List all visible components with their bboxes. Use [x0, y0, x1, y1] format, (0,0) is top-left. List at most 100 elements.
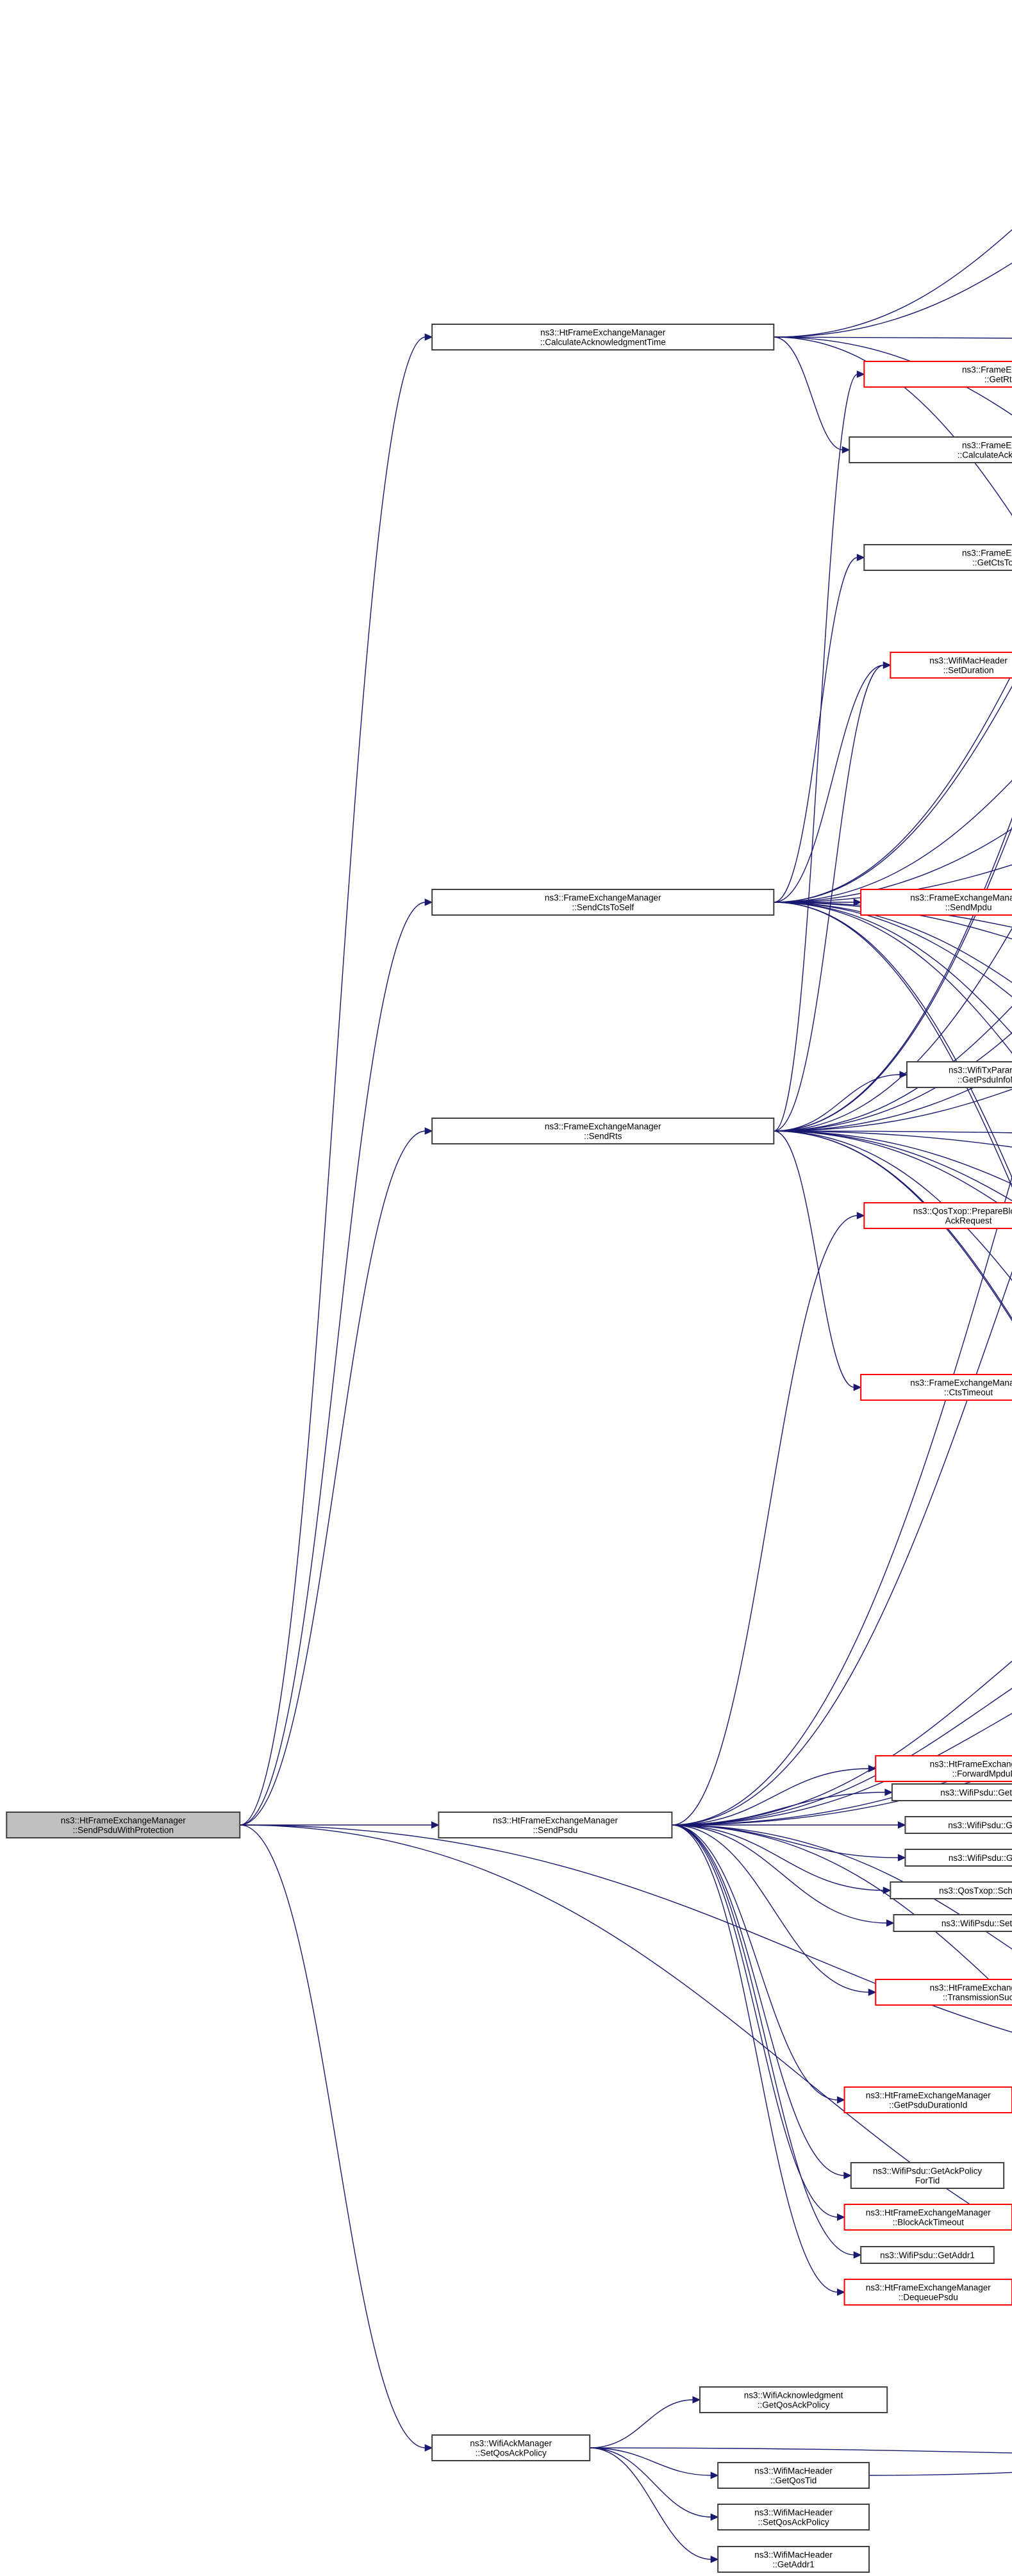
node-ns3-wifimacheader-setqosackpolicy[interactable]: ns3::WifiMacHeader::SetQosAckPolicy: [717, 2504, 870, 2531]
node-label: ::SendPsduWithProtection: [72, 1826, 174, 1835]
node-ns3-frameexchangemanager-sendmpdu[interactable]: ns3::FrameExchangeManager::SendMpdu: [860, 889, 1012, 916]
node-label: ::SetDuration: [943, 666, 994, 675]
arrowhead-icon: [837, 2213, 845, 2221]
edge-htCalcAck-to-getPhyBand: [774, 336, 1012, 339]
node-ns3-wifiacknowledgment-getqosackpolicy[interactable]: ns3::WifiAcknowledgment::GetQosAckPolicy: [699, 2386, 888, 2413]
edge-root-to-peekPointer: [240, 1824, 1012, 2231]
node-box[interactable]: [860, 2246, 995, 2264]
node-label: ::GetCtsToSelfDurationId: [972, 558, 1012, 568]
arrowhead-icon: [710, 2555, 719, 2563]
node-box[interactable]: [717, 2546, 870, 2573]
node-box[interactable]: [843, 2086, 1012, 2113]
node-label: ::DequeuePsdu: [899, 2293, 958, 2302]
node-box[interactable]: [906, 1061, 1012, 1088]
node-ns3-wifipsdu-gettids[interactable]: ns3::WifiPsdu::GetTids: [904, 1849, 1012, 1867]
node-box[interactable]: [860, 1374, 1012, 1401]
arrowhead-icon: [431, 1821, 440, 1829]
edge-root-to-timeMin: [240, 1824, 1012, 2033]
node-label: ns3::WifiMacHeader: [929, 656, 1008, 666]
edge-root-to-htCalcAck: [240, 336, 426, 1826]
edge-sendPsdu-to-calcTxDuration: [672, 1271, 1012, 1826]
node-ns3-htframeexchangemanager-calculateacknowledgmenttime[interactable]: ns3::HtFrameExchangeManager::CalculateAc…: [431, 324, 775, 351]
node-ns3-wifipsdu-setduration[interactable]: ns3::WifiPsdu::SetDuration: [893, 1914, 1012, 1932]
node-box[interactable]: [893, 1914, 1012, 1932]
node-box[interactable]: [863, 361, 1012, 388]
node-box[interactable]: [860, 889, 1012, 916]
node-label: ::SendPsdu: [533, 1826, 577, 1835]
node-box[interactable]: [431, 2434, 591, 2461]
node-box[interactable]: [431, 889, 775, 916]
node-ns3-frameexchangemanager-getrtsdurationid[interactable]: ns3::FrameExchangeManager::GetRtsDuratio…: [863, 361, 1012, 388]
edge-htCalcAck-to-getBaSize: [774, 262, 1012, 338]
arrowhead-icon: [886, 1919, 895, 1927]
node-label: ns3::FrameExchangeManager: [545, 893, 661, 903]
edge-setQosAckPolicy-to-isQosData: [590, 2447, 1012, 2454]
node-box[interactable]: [843, 2204, 1012, 2231]
node-box[interactable]: [904, 1849, 1012, 1867]
node-label: ::TransmissionSucceeded: [943, 1993, 1012, 2002]
node-box[interactable]: [717, 2504, 870, 2531]
node-ns3-wifipsdu-getnmpdus[interactable]: ns3::WifiPsdu::GetNMpdus: [891, 1783, 1012, 1801]
node-box[interactable]: [875, 1755, 1012, 1782]
edge-sendRts-to-isRunning: [774, 1130, 1012, 1322]
node-box[interactable]: [890, 1881, 1012, 1899]
node-ns3-frameexchangemanager-calculateacknowledgmenttime[interactable]: ns3::FrameExchangeManager::CalculateAckn…: [849, 436, 1012, 463]
node-ns3-htframeexchangemanager-sendpsduwithprotection[interactable]: ns3::HtFrameExchangeManager::SendPsduWit…: [6, 1812, 241, 1838]
node-ns3-htframeexchangemanager-sendpsdu[interactable]: ns3::HtFrameExchangeManager::SendPsdu: [438, 1812, 673, 1838]
node-ns3-qostxop-schedulebar[interactable]: ns3::QosTxop::ScheduleBar: [890, 1881, 1012, 1899]
node-ns3-frameexchangemanager-sendrts[interactable]: ns3::FrameExchangeManager::SendRts: [431, 1118, 775, 1144]
arrowhead-icon: [868, 1988, 877, 1996]
node-box[interactable]: [431, 1118, 775, 1144]
node-box[interactable]: [850, 2162, 1005, 2189]
node-box[interactable]: [875, 1979, 1012, 2006]
node-label: ::GetRtsDurationId: [984, 375, 1012, 384]
node-label: ns3::HtFrameExchangeManager: [930, 1983, 1012, 1993]
node-ns3-wifiackmanager-setqosackpolicy[interactable]: ns3::WifiAckManager::SetQosAckPolicy: [431, 2434, 591, 2461]
node-ns3-wifipsdu-getsize[interactable]: ns3::WifiPsdu::GetSize: [904, 1816, 1012, 1834]
node-box[interactable]: [431, 324, 775, 351]
node-box[interactable]: [699, 2386, 888, 2413]
node-box[interactable]: [438, 1812, 673, 1838]
edge-htCalcAck-to-getBarSize: [774, 229, 1012, 338]
node-box[interactable]: [904, 1816, 1012, 1834]
node-ns3-wifimacheader-getqostid[interactable]: ns3::WifiMacHeader::GetQosTid: [717, 2462, 870, 2489]
node-label: ns3::WifiPsdu::GetSize: [948, 1821, 1012, 1830]
node-box[interactable]: [717, 2462, 870, 2489]
arrowhead-icon: [856, 554, 865, 561]
edge-sendRts-to-setNoRetry: [774, 1130, 1012, 1148]
node-box[interactable]: [6, 1812, 241, 1838]
node-ns3-frameexchangemanager-sendctstoself[interactable]: ns3::FrameExchangeManager::SendCtsToSelf: [431, 889, 775, 916]
node-ns3-wifitxparameters-getpsduinfomap[interactable]: ns3::WifiTxParameters::GetPsduInfoMap: [906, 1061, 1012, 1088]
node-ns3-wifipsdu-getaddr1[interactable]: ns3::WifiPsdu::GetAddr1: [860, 2246, 995, 2264]
node-ns3-frameexchangemanager-getctstoselfdurationid[interactable]: ns3::FrameExchangeManager::GetCtsToSelfD…: [863, 544, 1012, 571]
node-ns3-htframeexchangemanager-dequeuepsdu[interactable]: ns3::HtFrameExchangeManager::DequeuePsdu: [843, 2279, 1012, 2306]
edge-sendRts-to-setDsNotTo: [774, 1130, 1012, 1185]
edge-sendRts-to-setNoMoreFragments: [774, 1130, 1012, 1201]
node-ns3-wifimacheader-getaddr1[interactable]: ns3::WifiMacHeader::GetAddr1: [717, 2546, 870, 2573]
edge-root-to-setQosAckPolicy: [240, 1824, 426, 2448]
node-box[interactable]: [863, 544, 1012, 571]
node-label: ::CalculateAcknowledgmentTime: [958, 450, 1012, 460]
node-label: ns3::WifiMacHeader: [754, 2550, 833, 2560]
node-label: ns3::FrameExchangeManager: [962, 549, 1012, 558]
node-box[interactable]: [891, 1783, 1012, 1801]
node-box[interactable]: [849, 436, 1012, 463]
node-box[interactable]: [843, 2279, 1012, 2306]
edge-sendPsdu-to-prepareBar: [672, 1215, 858, 1826]
edge-htCalcAck-to-getSifs: [774, 336, 1012, 416]
node-ns3-qostxop-prepareblockackrequest[interactable]: ns3::QosTxop::PrepareBlockAckRequest: [863, 1202, 1012, 1229]
node-label: ns3::WifiMacHeader: [754, 2508, 833, 2518]
node-box[interactable]: [863, 1202, 1012, 1229]
node-ns3-htframeexchangemanager-transmissionsucceeded[interactable]: ns3::HtFrameExchangeManager::Transmissio…: [875, 1979, 1012, 2006]
node-ns3-wifimacheader-setduration[interactable]: ns3::WifiMacHeader::SetDuration: [890, 652, 1012, 679]
node-ns3-htframeexchangemanager-blockacktimeout[interactable]: ns3::HtFrameExchangeManager::BlockAckTim…: [843, 2204, 1012, 2231]
node-label: ::CtsTimeout: [944, 1388, 993, 1398]
node-ns3-htframeexchangemanager-getpsdudurationid[interactable]: ns3::HtFrameExchangeManager::GetPsduDura…: [843, 2086, 1012, 2113]
node-box[interactable]: [890, 652, 1012, 679]
edge-sendPsdu-to-timeMin: [672, 1824, 1012, 1950]
edge-setQosAckPolicy-to-getQosAckPolicy: [590, 2399, 693, 2448]
node-ns3-htframeexchangemanager-forwardmpdudown[interactable]: ns3::HtFrameExchangeManager::ForwardMpdu…: [875, 1755, 1012, 1782]
node-ns3-frameexchangemanager-ctstimeout[interactable]: ns3::FrameExchangeManager::CtsTimeout: [860, 1374, 1012, 1401]
edge-sendPsdu-to-getPsduDurationId: [672, 1824, 838, 2101]
